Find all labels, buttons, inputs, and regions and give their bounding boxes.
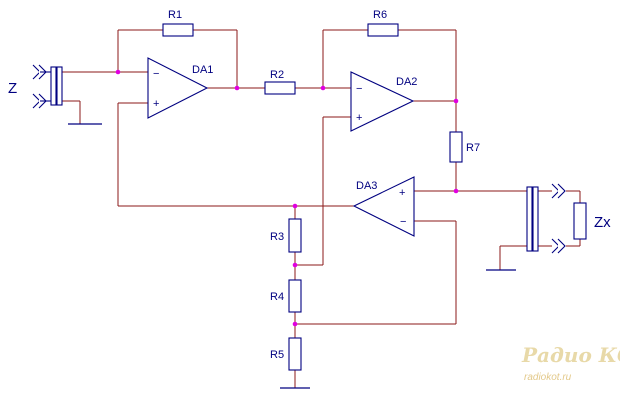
output-connector xyxy=(526,183,566,254)
da1-plus-sign: + xyxy=(153,98,159,110)
watermark-site: radiokot.ru xyxy=(524,372,572,383)
da3-plus-sign: + xyxy=(399,187,405,199)
watermark-logo: Радио КОТ xyxy=(521,343,620,367)
resistor-r7 xyxy=(449,131,463,163)
junction-dot xyxy=(234,85,240,91)
label-r5: R5 xyxy=(270,349,284,361)
ground-symbols xyxy=(68,123,516,389)
label-r2: R2 xyxy=(270,69,284,81)
zx-impedance xyxy=(573,202,587,240)
resistor-r4 xyxy=(288,279,302,313)
output-label: Zx xyxy=(594,214,611,231)
resistor-r5 xyxy=(288,337,302,371)
junction-dot xyxy=(115,69,121,75)
resistor-r3 xyxy=(288,218,302,253)
resistor-r1 xyxy=(162,23,194,37)
junction-dots xyxy=(115,69,459,327)
resistor-r6 xyxy=(367,23,399,37)
label-r4: R4 xyxy=(270,291,284,303)
label-r6: R6 xyxy=(373,9,387,21)
da1-minus-sign: − xyxy=(153,68,159,80)
junction-dot xyxy=(453,188,459,194)
label-r3: R3 xyxy=(270,231,284,243)
opamp-da2 xyxy=(350,71,415,132)
junction-dot xyxy=(320,85,326,91)
junction-dot xyxy=(292,321,298,327)
input-label: Z xyxy=(8,80,17,97)
op-amps xyxy=(147,57,415,237)
wires xyxy=(58,29,581,388)
junction-dot xyxy=(292,203,298,209)
input-connector xyxy=(32,64,63,109)
label-da1: DA1 xyxy=(192,64,213,76)
junction-dot xyxy=(453,98,459,104)
opamp-da1 xyxy=(147,57,209,119)
junction-dot xyxy=(292,262,298,268)
resistor-r2 xyxy=(264,81,296,95)
label-da3: DA3 xyxy=(356,180,377,192)
label-da2: DA2 xyxy=(396,76,417,88)
da3-minus-sign: − xyxy=(400,216,406,228)
opamp-da3 xyxy=(352,176,415,237)
resistors xyxy=(162,23,463,371)
da2-minus-sign: − xyxy=(356,83,362,95)
label-r7: R7 xyxy=(466,142,480,154)
da2-plus-sign: + xyxy=(356,112,362,124)
label-r1: R1 xyxy=(168,9,182,21)
radiokot-watermark: Радио КОТ radiokot.ru xyxy=(521,343,620,383)
